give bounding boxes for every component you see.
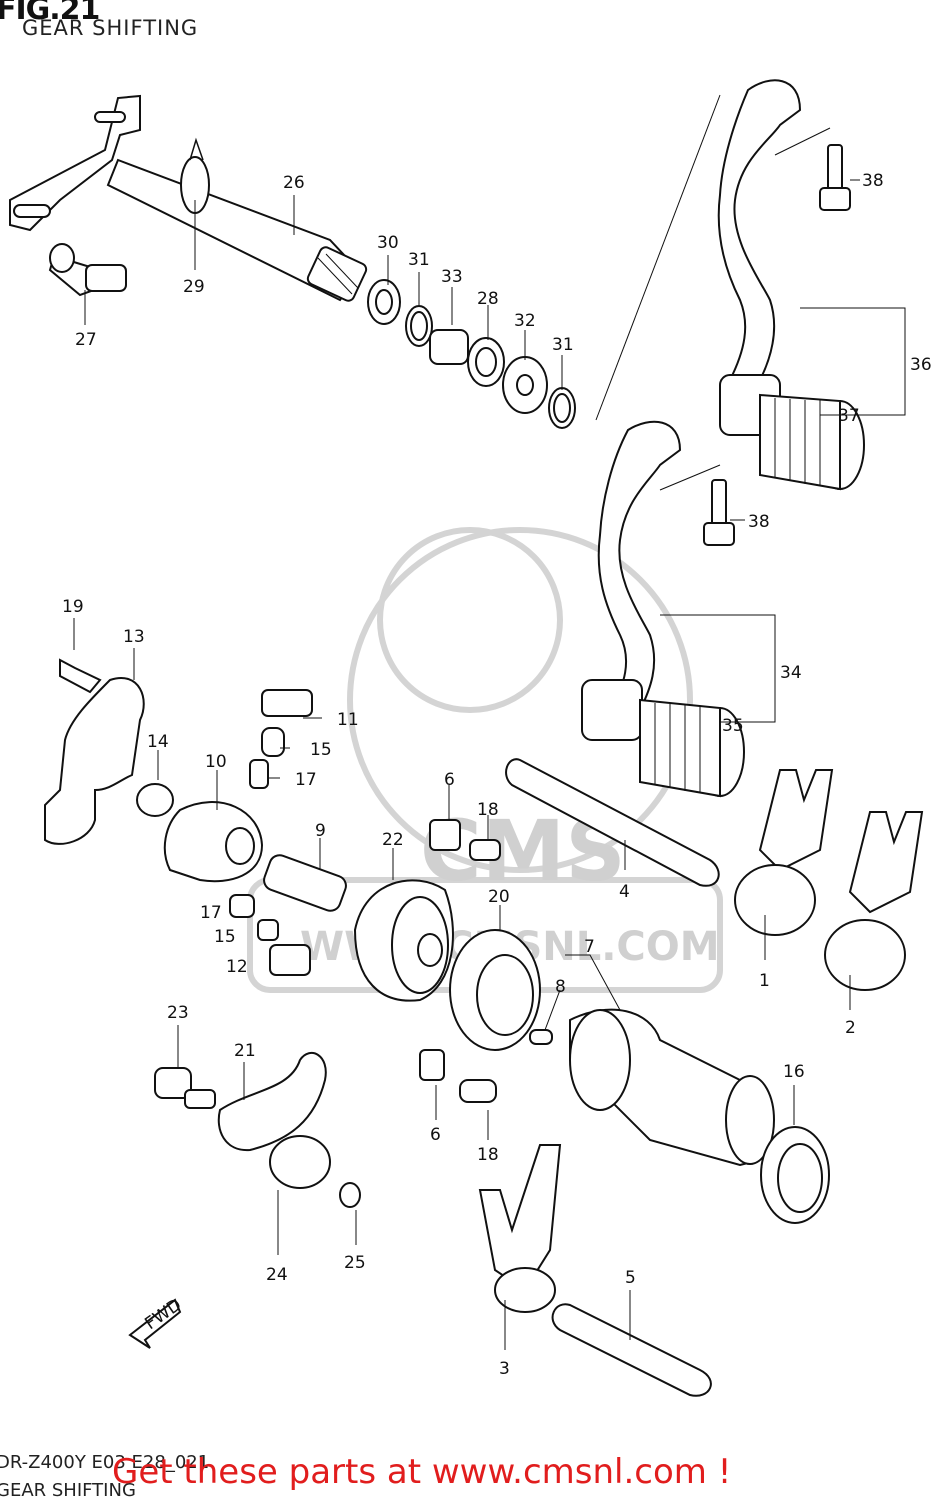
callout-3: 3 [499, 1359, 510, 1379]
footer-title: GEAR SHIFTING [0, 1480, 136, 1501]
gearshift-cam-stopper [44, 658, 347, 912]
figure-title: GEAR SHIFTING [22, 16, 199, 40]
callout-8: 8 [555, 977, 566, 997]
callout-28: 28 [477, 289, 499, 309]
callout-15-lower: 15 [214, 927, 236, 947]
callout-37: 37 [838, 406, 860, 426]
callout-25: 25 [344, 1253, 366, 1273]
callout-19: 19 [62, 597, 84, 617]
callout-2: 2 [845, 1018, 856, 1038]
callout-36: 36 [910, 355, 932, 375]
forward-direction-arrow: FWD [128, 1295, 185, 1349]
diagram-code: DR-Z400Y E03 E28_021 [0, 1452, 210, 1473]
shift-shaft-assembly [9, 94, 368, 302]
callout-33: 33 [441, 267, 463, 287]
callout-29: 29 [183, 277, 205, 297]
callout-5: 5 [625, 1268, 636, 1288]
callout-21: 21 [234, 1041, 256, 1061]
callout-27: 27 [75, 330, 97, 350]
callout-31-upper: 31 [408, 250, 430, 270]
callouts: 26 29 27 30 31 33 28 32 31 38 36 37 38 3… [62, 171, 932, 1379]
gearshift-forks [478, 769, 924, 1397]
callout-16: 16 [783, 1062, 805, 1082]
callout-17-upper: 17 [295, 770, 317, 790]
callout-7: 7 [584, 937, 595, 957]
callout-17-lower: 17 [200, 903, 222, 923]
callout-38-upper: 38 [862, 171, 884, 191]
forward-direction-label: FWD [141, 1295, 185, 1334]
callout-31-lower: 31 [552, 335, 574, 355]
callout-6-lower: 6 [430, 1125, 441, 1145]
callout-18-upper: 18 [477, 800, 499, 820]
callout-14: 14 [147, 732, 169, 752]
promo-link[interactable]: Get these parts at www.cmsnl.com ! [112, 1452, 732, 1492]
gearshift-cam [505, 758, 830, 1224]
callout-34: 34 [780, 663, 802, 683]
callout-26: 26 [283, 173, 305, 193]
callout-23: 23 [167, 1003, 189, 1023]
callout-30: 30 [377, 233, 399, 253]
callout-6-upper: 6 [444, 770, 455, 790]
callout-15-upper: 15 [310, 740, 332, 760]
gearshift-lever-upper [595, 79, 865, 491]
callout-10: 10 [205, 752, 227, 772]
callout-13: 13 [123, 627, 145, 647]
gearshift-cam-drive-plate [229, 819, 553, 1051]
callout-11: 11 [337, 710, 359, 730]
callout-32: 32 [514, 311, 536, 331]
figure-number: FIG.21 [0, 0, 100, 27]
callout-35: 35 [722, 716, 744, 736]
stud-bolt [48, 243, 127, 297]
callout-9: 9 [315, 821, 326, 841]
callout-22: 22 [382, 830, 404, 850]
gearshift-lever-lower [581, 420, 745, 798]
lever-bolts [703, 144, 851, 546]
leader-lines [73, 179, 906, 1350]
cam-stopper-arm [154, 1049, 497, 1208]
callout-4: 4 [619, 882, 630, 902]
callout-38-lower: 38 [748, 512, 770, 532]
callout-1: 1 [759, 971, 770, 991]
callout-24: 24 [266, 1265, 288, 1285]
shaft-washers [367, 279, 576, 429]
callout-20: 20 [488, 887, 510, 907]
callout-18-lower: 18 [477, 1145, 499, 1165]
callout-12: 12 [226, 957, 248, 977]
